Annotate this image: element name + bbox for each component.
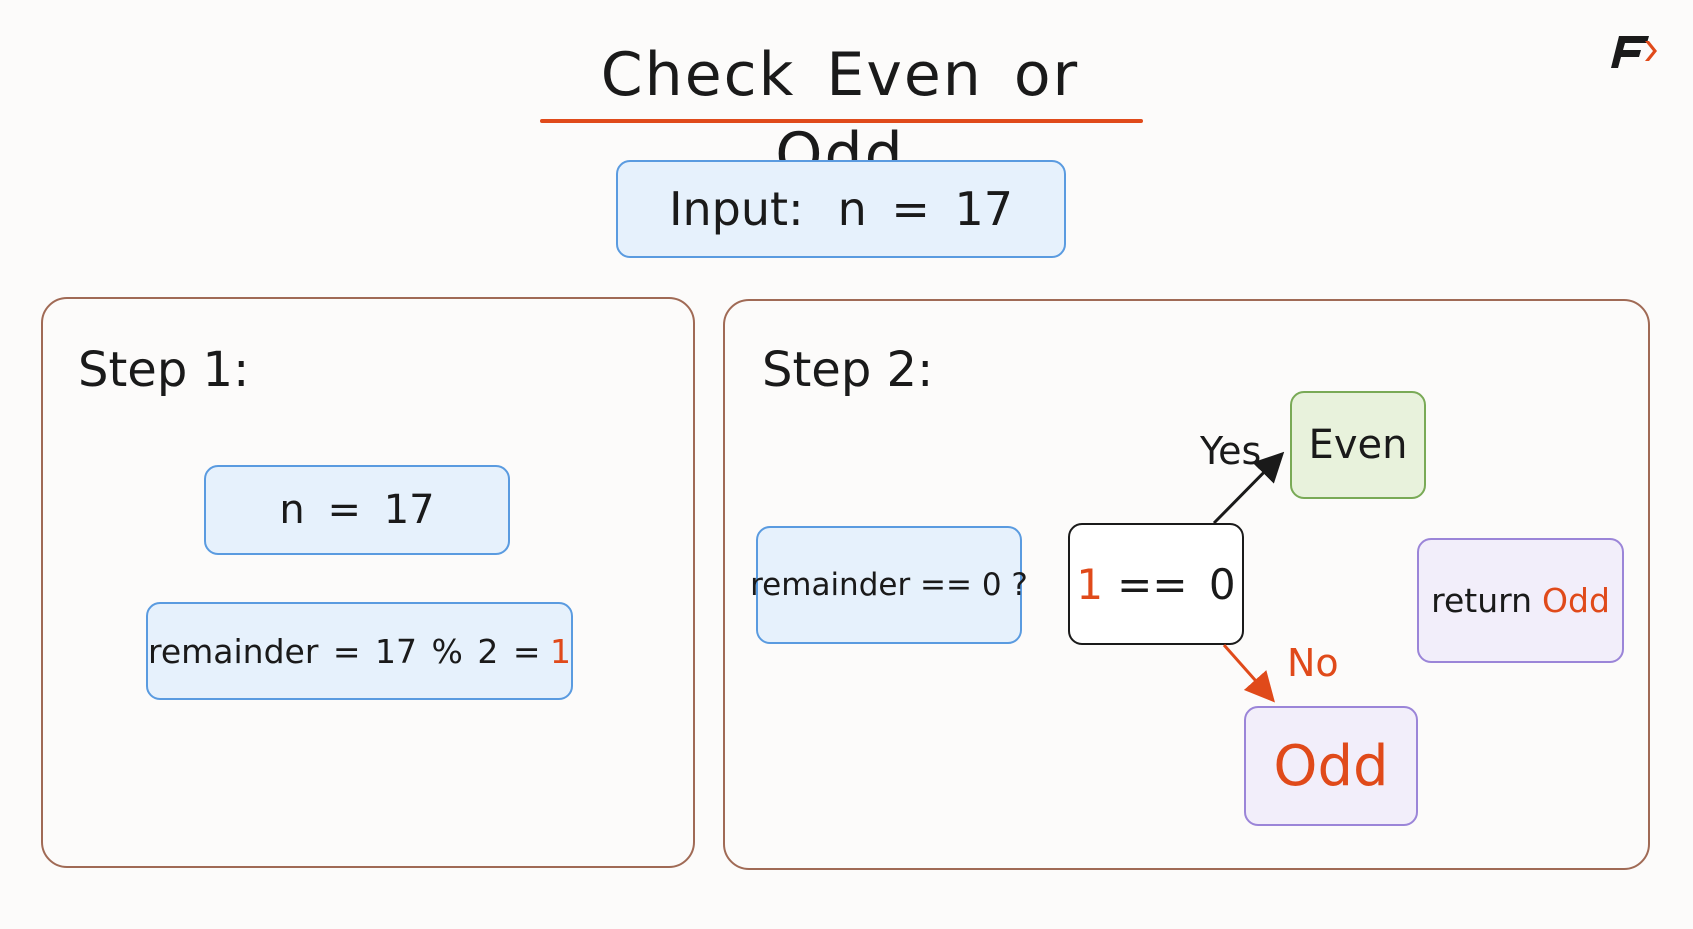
yes-label: Yes [1200, 429, 1262, 473]
no-arrow [1222, 644, 1275, 703]
remainder-box: remainder = 17 % 2 = 1 [146, 602, 573, 700]
return-value: Odd [1542, 581, 1610, 620]
comparison-value: 1 [1076, 559, 1104, 609]
odd-result-box: Odd [1244, 706, 1418, 826]
step-1-heading: Step 1: [78, 342, 250, 398]
title-underline [540, 119, 1143, 123]
remainder-expression: remainder = 17 % 2 = [148, 631, 541, 671]
even-result-box: Even [1290, 391, 1426, 499]
n-assignment-box: n = 17 [204, 465, 510, 555]
comparison-box: 1 == 0 [1068, 523, 1244, 645]
step-2-panel [723, 299, 1650, 870]
yes-arrow [1212, 451, 1285, 525]
step-1-panel [41, 297, 695, 868]
diagram-title: Check Even or Odd [600, 40, 1080, 190]
remainder-value: 1 [550, 631, 571, 671]
no-label: No [1287, 641, 1339, 685]
step-2-heading: Step 2: [762, 342, 934, 398]
input-expression: n = 17 [837, 182, 1014, 236]
input-box: Input: n = 17 [616, 160, 1066, 258]
return-keyword: return [1431, 581, 1533, 620]
condition-box: remainder == 0 ? [750, 526, 1028, 644]
input-label: Input: [668, 182, 804, 236]
return-box: return Odd [1417, 538, 1624, 663]
comparison-rest: == 0 [1117, 559, 1236, 609]
brand-logo-icon [1605, 28, 1665, 74]
